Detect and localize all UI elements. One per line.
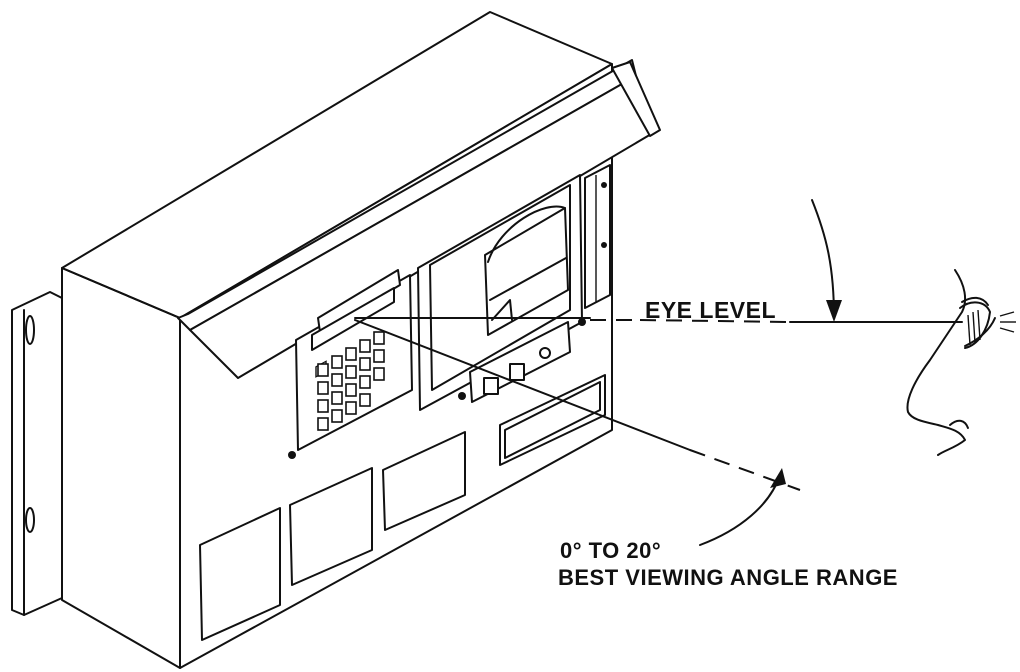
eye-profile-icon [906, 269, 1016, 456]
angle-range-label: 0° TO 20° [560, 538, 662, 563]
switch-panel [469, 321, 571, 403]
angle-range-arrow-icon [699, 468, 786, 546]
best-viewing-angle-label: BEST VIEWING ANGLE RANGE [558, 565, 898, 590]
mounting-bracket-icon [11, 291, 63, 616]
side-panel-strip [584, 164, 611, 309]
printer-icon [417, 174, 586, 411]
lower-panels [199, 374, 606, 641]
eye-level-line [354, 317, 963, 323]
sun-visor-icon [177, 59, 661, 379]
eye-level-label: EYE LEVEL [645, 297, 777, 323]
viewing-angle-line [354, 319, 801, 491]
eye-level-arrow-icon [811, 199, 842, 322]
